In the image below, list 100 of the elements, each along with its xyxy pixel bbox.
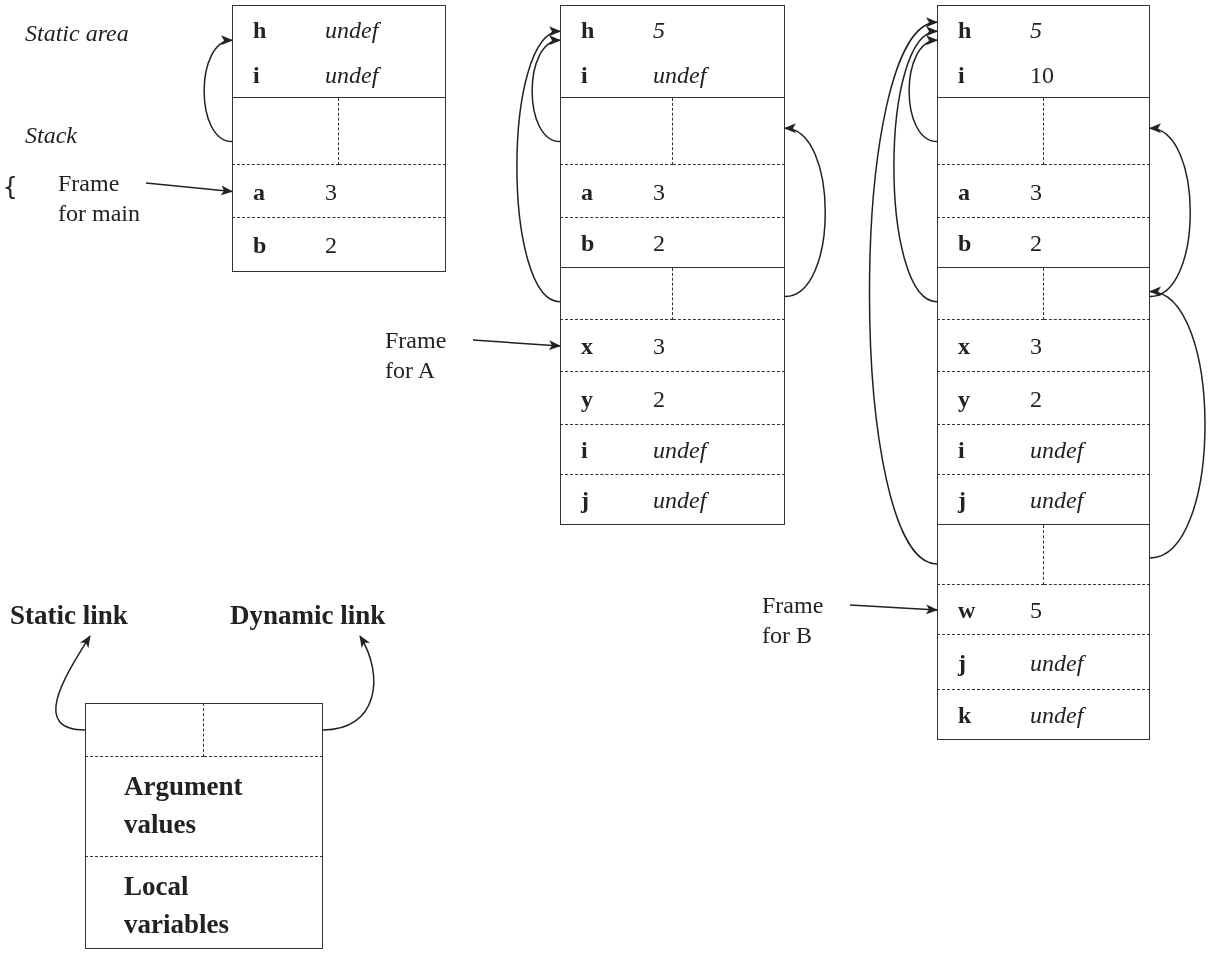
link-cell — [204, 703, 323, 757]
variable-value: undef — [1030, 702, 1084, 728]
variable-value: 5 — [1030, 16, 1042, 43]
variable-value: 3 — [653, 178, 665, 205]
link-cell — [937, 98, 1044, 165]
stack-row — [937, 475, 1150, 525]
stack-row — [232, 52, 446, 98]
variable-name: h — [581, 16, 595, 43]
variable-name: a — [958, 178, 970, 205]
variable-value: undef — [325, 62, 379, 88]
variable-name: j — [958, 487, 966, 513]
row-label: Local variables — [124, 870, 230, 941]
stack-row — [937, 320, 1150, 372]
stack-row — [560, 165, 785, 218]
link-cell — [673, 268, 785, 320]
link-label: Static link — [10, 600, 128, 630]
variable-name: h — [958, 16, 972, 43]
stack-row — [560, 218, 785, 268]
area-label: Static area — [25, 19, 129, 48]
stack-row — [937, 425, 1150, 475]
stack-row — [937, 165, 1150, 218]
stack-row — [232, 165, 446, 218]
arrow — [203, 37, 233, 143]
variable-value: 5 — [653, 16, 665, 43]
stack-row — [85, 857, 323, 949]
variable-name: a — [253, 178, 265, 205]
variable-name: b — [958, 230, 972, 256]
variable-value: 2 — [653, 230, 665, 256]
variable-value: undef — [653, 62, 707, 88]
variable-value: undef — [653, 437, 707, 463]
variable-name: y — [958, 385, 970, 412]
stack-row — [937, 218, 1150, 268]
variable-value: 2 — [653, 385, 665, 412]
variable-name: a — [581, 178, 593, 205]
link-cell — [85, 703, 204, 757]
stack-row — [937, 372, 1150, 425]
link-cell — [560, 98, 673, 165]
variable-value: 2 — [1030, 385, 1042, 412]
variable-name: i — [581, 437, 588, 463]
variable-name: b — [253, 232, 267, 258]
variable-value: 3 — [1030, 178, 1042, 205]
link-cell — [673, 98, 785, 165]
variable-value: undef — [1030, 487, 1084, 513]
arrow — [1149, 126, 1191, 298]
row-label: Argument values — [124, 770, 244, 841]
variable-name: i — [581, 62, 588, 88]
arrow — [784, 126, 826, 298]
stack-row — [937, 585, 1150, 635]
variable-name: y — [581, 385, 593, 412]
stack-row — [937, 5, 1150, 52]
stack-row — [560, 52, 785, 98]
variable-value: 5 — [1030, 597, 1042, 623]
arrow — [145, 182, 233, 196]
link-cell — [560, 268, 673, 320]
link-cell — [339, 98, 446, 165]
variable-value: undef — [1030, 437, 1084, 463]
stack-row — [85, 757, 323, 857]
variable-value: 3 — [325, 178, 337, 205]
variable-name: j — [958, 649, 966, 676]
stack-row — [937, 690, 1150, 740]
link-cell — [1044, 98, 1150, 165]
stack-row — [232, 218, 446, 272]
variable-name: h — [253, 16, 267, 43]
stack-row — [937, 635, 1150, 690]
frame-label: Frame for A — [385, 325, 469, 385]
variable-value: undef — [1030, 649, 1084, 676]
link-cell — [232, 98, 339, 165]
stack-row — [560, 425, 785, 475]
link-cell — [937, 525, 1044, 585]
variable-name: i — [253, 62, 260, 88]
variable-value: 3 — [1030, 333, 1042, 359]
variable-name: k — [958, 702, 972, 728]
stack-row — [560, 320, 785, 372]
variable-value: 2 — [1030, 230, 1042, 256]
link-cell — [1044, 525, 1150, 585]
variable-name: x — [958, 333, 970, 359]
variable-name: b — [581, 230, 595, 256]
arrow — [55, 635, 91, 731]
variable-name: i — [958, 437, 965, 463]
frame-label: Frame for main — [58, 168, 142, 228]
link-cell — [1044, 268, 1150, 320]
stack-row — [232, 5, 446, 52]
brace-mark: { — [3, 172, 18, 202]
area-label: Stack — [25, 121, 77, 150]
variable-name: w — [958, 597, 976, 623]
arrow — [472, 339, 561, 351]
variable-value: 10 — [1030, 62, 1054, 88]
variable-value: 2 — [325, 232, 337, 258]
link-cell — [937, 268, 1044, 320]
variable-name: x — [581, 333, 593, 359]
arrow — [322, 635, 375, 731]
stack-row — [937, 52, 1150, 98]
stack-row — [560, 372, 785, 425]
stack-row — [560, 475, 785, 525]
variable-name: j — [581, 487, 589, 513]
link-label: Dynamic link — [230, 600, 386, 630]
variable-value: undef — [653, 487, 707, 513]
arrow — [849, 604, 938, 615]
variable-name: i — [958, 62, 965, 88]
frame-label: Frame for B — [762, 590, 846, 650]
